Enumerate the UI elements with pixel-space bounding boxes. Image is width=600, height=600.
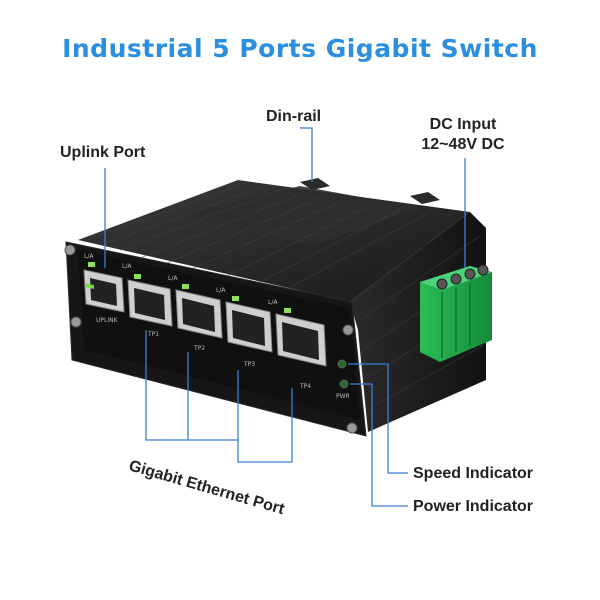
status-leds — [337, 359, 349, 389]
power-indicator-callout — [350, 383, 408, 507]
port-tag-tp2: TP2 — [193, 345, 205, 352]
silkscreen-labels: L/A L/A L/A L/A L/A UPLINK TP1 TP2 TP3 T… — [84, 253, 350, 400]
led-tag-uplink: L/A — [84, 253, 94, 260]
led-tag-tp4: L/A — [268, 299, 278, 306]
power-indicator-label: Power Indicator — [413, 498, 534, 515]
din-rail-clip — [300, 178, 440, 204]
mounting-screws — [64, 244, 358, 434]
rj45-port-tp4 — [275, 313, 327, 367]
led-tag-tp2: L/A — [168, 275, 178, 282]
dc-input-label: DC Input 12~48V DC — [398, 116, 528, 154]
led-tag-tp1: L/A — [122, 263, 132, 270]
rj45-port-tp3 — [225, 301, 273, 353]
led-tag-tp3: L/A — [216, 287, 226, 294]
port-tag-tp3: TP3 — [243, 361, 255, 368]
speed-indicator-callout — [348, 363, 408, 474]
dc-input-title: DC Input — [429, 116, 497, 133]
power-led — [339, 379, 349, 389]
ethernet-ports — [83, 269, 327, 367]
rj45-port-uplink — [83, 269, 125, 313]
link-activity-leds — [88, 262, 291, 313]
dc-input-voltage: 12~48V DC — [421, 136, 505, 153]
switch-top-surface — [78, 180, 470, 302]
din-rail-callout — [300, 127, 313, 182]
uplink-port-label: Uplink Port — [60, 144, 146, 161]
port-tag-tp4: TP4 — [299, 383, 311, 390]
pwr-tag: PWR — [336, 393, 350, 400]
rj45-port-tp2 — [175, 289, 223, 339]
callout-lines — [104, 127, 466, 507]
speed-led — [337, 359, 347, 369]
speed-indicator-label: Speed Indicator — [413, 465, 534, 482]
rj45-port-tp1 — [127, 279, 173, 327]
port-tag-uplink: UPLINK — [96, 317, 119, 324]
product-title: Industrial 5 Ports Gigabit Switch — [62, 34, 538, 63]
din-rail-label: Din-rail — [266, 108, 322, 125]
gigabit-port-label: Gigabit Ethernet Port — [127, 458, 287, 519]
gigabit-port-callout — [145, 330, 293, 463]
port-tag-tp1: TP1 — [147, 331, 159, 338]
dc-input-terminal — [420, 264, 492, 362]
